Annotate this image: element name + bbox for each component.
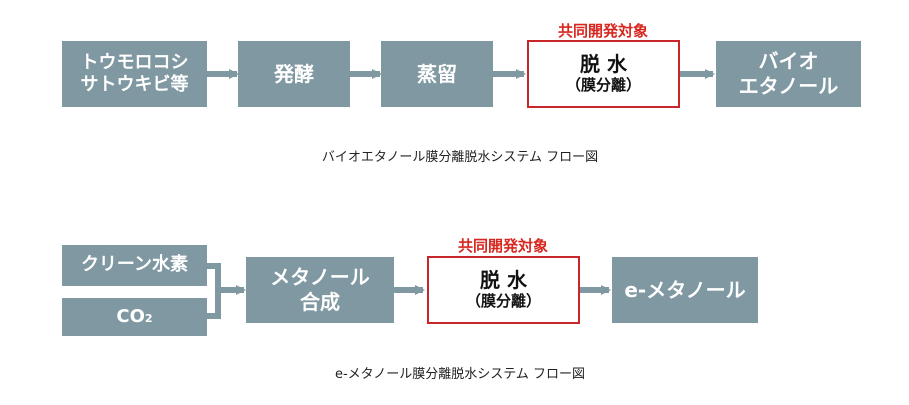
- input-label: CO2: [116, 306, 152, 329]
- step-label: メタノール: [270, 265, 370, 289]
- step-sublabel: （膜分離）: [565, 76, 641, 95]
- joint-development-tag-1: 共同開発対象: [557, 22, 648, 40]
- step-label: エタノール: [738, 74, 839, 98]
- step-dehydration-membrane-2: 脱 水 （膜分離）: [427, 256, 580, 324]
- input-label: クリーン水素: [80, 254, 189, 276]
- co2-main: CO: [116, 305, 145, 327]
- caption-diagram2: e-メタノール膜分離脱水システム フロー図: [334, 367, 586, 382]
- step-sublabel: （膜分離）: [465, 292, 541, 311]
- diagram2-arrows: [207, 263, 611, 319]
- step-fermentation: 発酵: [238, 41, 350, 107]
- step-label: e-メタノール: [624, 277, 746, 302]
- step-label: バイオ: [758, 49, 819, 73]
- input-co2: CO2: [62, 298, 207, 336]
- step-label: 蒸留: [417, 61, 457, 86]
- caption-diagram1: バイオエタノール膜分離脱水システム フロー図: [321, 150, 599, 165]
- step-bioethanol: バイオ エタノール: [716, 41, 861, 107]
- step-distillation: 蒸留: [381, 41, 493, 107]
- step-label: サトウキビ等: [80, 74, 189, 95]
- step-methanol-synthesis: メタノール 合成: [246, 257, 394, 323]
- joint-development-tag-2: 共同開発対象: [457, 237, 548, 255]
- step-e-methanol: e-メタノール: [612, 257, 758, 323]
- step-label: 合成: [300, 290, 340, 314]
- step-dehydration-membrane-1: 脱 水 （膜分離）: [527, 40, 680, 108]
- step-label: 発酵: [274, 61, 314, 86]
- step-label: 脱 水: [580, 52, 627, 77]
- step-label: 脱 水: [480, 268, 527, 293]
- co2-subscript: 2: [144, 311, 153, 325]
- input-clean-hydrogen: クリーン水素: [62, 245, 207, 286]
- step-corn-sugarcane: トウモロコシ サトウキビ等: [62, 41, 207, 107]
- step-label: トウモロコシ: [80, 51, 189, 73]
